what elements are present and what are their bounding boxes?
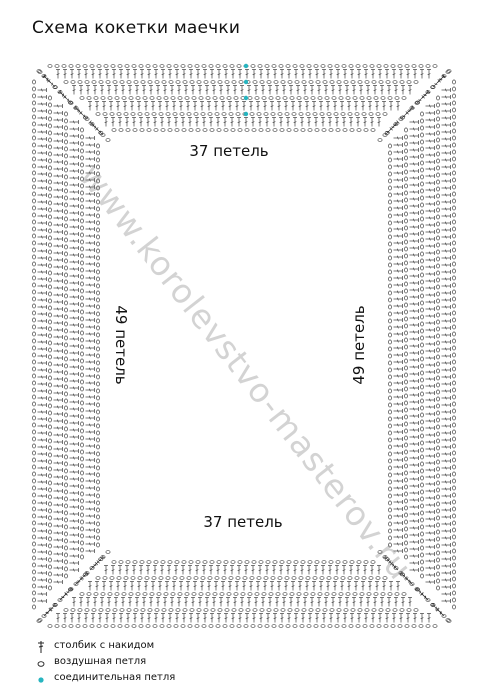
legend-item-slip: соединительная петля [36, 672, 256, 686]
legend-label-slip: соединительная петля [54, 672, 176, 683]
dc-symbol-icon [38, 641, 44, 653]
chain-symbol-icon [37, 661, 45, 667]
legend-label-dc: столбик с накидом [54, 640, 155, 651]
legend-item-chain: воздушная петля [36, 656, 256, 670]
legend-label-chain: воздушная петля [54, 656, 147, 667]
label-left-count: 49 петель [112, 305, 130, 384]
label-top-count: 37 петель [189, 142, 268, 160]
label-right-count: 49 петель [350, 305, 368, 384]
slip-stitch-icon [38, 677, 44, 683]
stitch-grid [32, 63, 456, 628]
legend-item-dc: столбик с накидом [36, 640, 256, 654]
page-title: Схема кокетки маечки [32, 18, 241, 38]
label-bottom-count: 37 петель [203, 513, 282, 531]
